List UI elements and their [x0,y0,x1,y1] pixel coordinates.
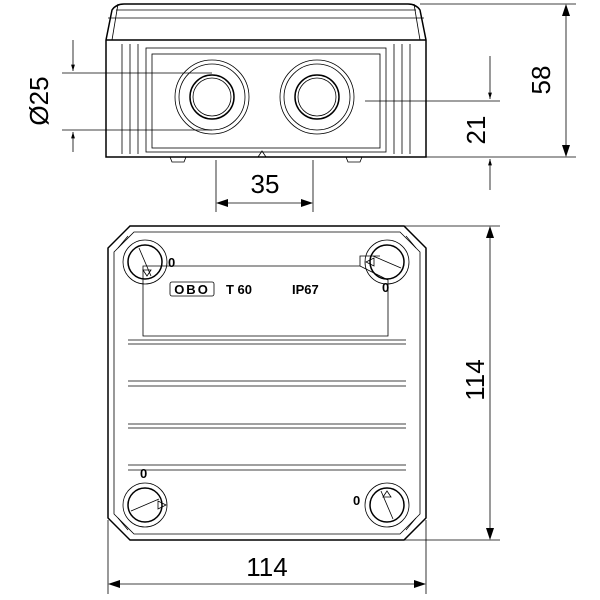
product-label: T 60 [226,282,252,297]
rating-label: IP67 [292,282,319,297]
dimension-label-hole-diameter: Ø25 [24,76,54,125]
dimension-entry-height: 21 [365,56,500,190]
open-marker-top-right: 0 [382,280,389,295]
dimension-hole-diameter: Ø25 [24,40,212,152]
dimension-total-height: 58 [420,3,576,158]
dimension-label-lid-width: 114 [246,552,287,582]
screw-bottom-right [364,482,410,528]
cable-entry-left [174,59,250,135]
dimension-entry-spacing: 35 [215,160,314,212]
dimension-lid-width: 114 [107,520,427,594]
cable-entry-right [279,59,355,135]
screw-top-right [364,239,410,285]
side-view-outline [105,3,427,158]
top-view: 0 0 0 0 OBO T 60 IP67 [107,225,427,541]
dimension-label-entry-height: 21 [461,116,491,145]
screw-bottom-left [122,482,168,528]
dimension-label-lid-height: 114 [460,359,490,400]
screw-top-left [122,239,168,285]
open-marker-bottom-right: 0 [353,493,360,508]
open-marker-top-left: 0 [168,255,175,270]
dimension-lid-height: 114 [404,225,500,541]
open-marker-bottom-left: 0 [140,466,147,481]
brand-logo: OBO [174,282,210,297]
dimension-label-total-height: 58 [526,66,556,95]
side-view [105,3,427,163]
dimension-label-entry-spacing: 35 [251,169,280,199]
lid-outline [107,225,427,541]
